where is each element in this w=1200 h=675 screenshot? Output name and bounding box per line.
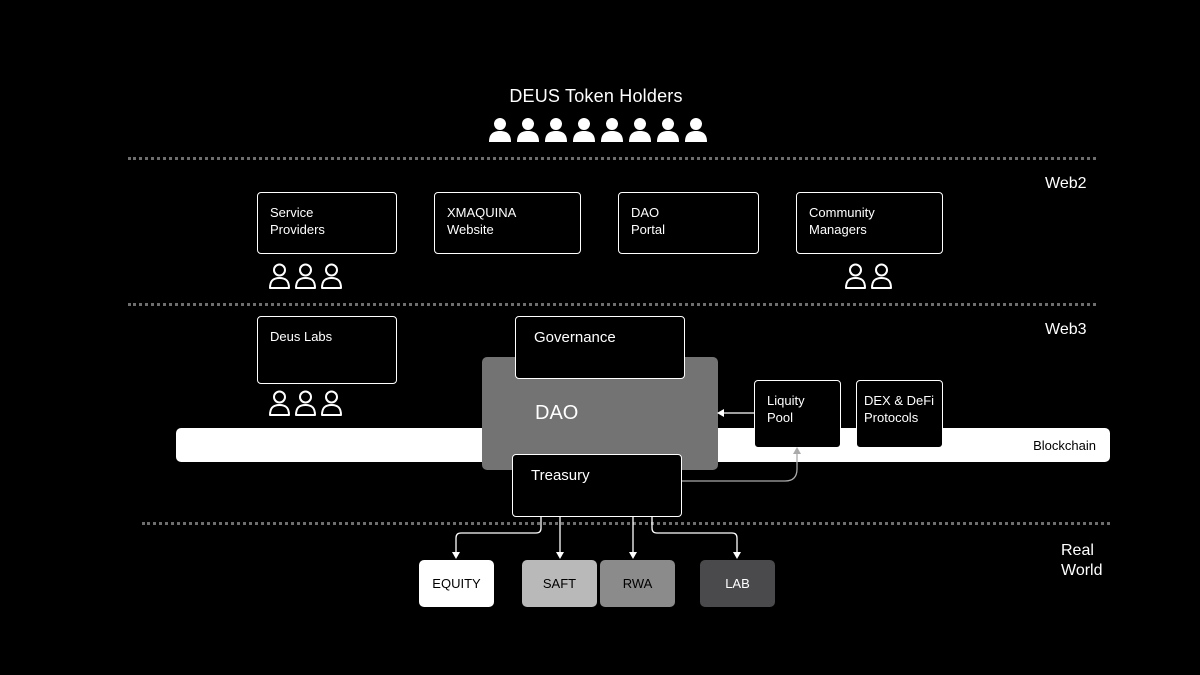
community-managers-people [844, 263, 893, 289]
service-providers-label: Service Providers [270, 205, 325, 237]
user-filled-icon [545, 118, 567, 142]
xmaquina-website-label: XMAQUINA Website [447, 205, 517, 237]
deus-labs-people [268, 390, 343, 416]
separator-middle [128, 303, 1096, 306]
treasury-to-equity-arrow [455, 517, 542, 554]
user-filled-icon [489, 118, 511, 142]
arrowhead-down [556, 552, 564, 559]
separator-bottom [142, 522, 1110, 525]
user-filled-icon [573, 118, 595, 142]
governance-label: Governance [534, 329, 616, 346]
treasury-box: Treasury [512, 454, 682, 517]
user-filled-icon [601, 118, 623, 142]
layer-label-web3: Web3 [1045, 321, 1087, 338]
rwa-chip: RWA [600, 560, 675, 607]
dao-label: DAO [535, 402, 579, 424]
liquidity-pool-box: Liquity Pool [754, 380, 841, 448]
lab-chip: LAB [700, 560, 775, 607]
arrowhead-down [452, 552, 460, 559]
deus-labs-label: Deus Labs [270, 329, 333, 344]
service-providers-box: Service Providers [257, 192, 397, 254]
arrowhead-left [717, 409, 724, 417]
governance-box: Governance [515, 316, 685, 379]
user-outline-icon [295, 263, 316, 289]
xmaquina-website-box: XMAQUINA Website [434, 192, 581, 254]
user-outline-icon [321, 263, 342, 289]
user-outline-icon [269, 390, 290, 416]
liquidity-pool-label: Liquity Pool [767, 393, 805, 425]
arrowhead-up [793, 447, 801, 454]
dao-portal-box: DAO Portal [618, 192, 759, 254]
deus-labs-box: Deus Labs [257, 316, 397, 384]
treasury-label: Treasury [531, 467, 590, 484]
service-providers-people [268, 263, 343, 289]
user-filled-icon [685, 118, 707, 142]
arrowhead-down [733, 552, 741, 559]
equity-chip: EQUITY [419, 560, 494, 607]
user-outline-icon [845, 263, 866, 289]
arrowhead-down [629, 552, 637, 559]
layer-label-web2: Web2 [1045, 175, 1087, 192]
layer-label-real-world: Real World [1061, 542, 1103, 579]
dao-portal-label: DAO Portal [631, 205, 665, 237]
treasury-to-pool-arrow [682, 452, 798, 482]
user-outline-icon [269, 263, 290, 289]
user-outline-icon [295, 390, 316, 416]
dex-defi-label: DEX & DeFi Protocols [864, 393, 935, 425]
user-filled-icon [629, 118, 651, 142]
community-managers-box: Community Managers [796, 192, 943, 254]
blockchain-label: Blockchain [1033, 438, 1096, 453]
token-holders-group [488, 117, 708, 143]
user-filled-icon [657, 118, 679, 142]
diagram-title: DEUS Token Holders [509, 86, 683, 106]
saft-chip: SAFT [522, 560, 597, 607]
user-outline-icon [321, 390, 342, 416]
dex-defi-box: DEX & DeFi Protocols [856, 380, 943, 448]
community-managers-label: Community Managers [809, 205, 875, 237]
user-outline-icon [871, 263, 892, 289]
user-filled-icon [517, 118, 539, 142]
treasury-to-lab-arrow [651, 517, 738, 554]
separator-top [128, 157, 1096, 160]
